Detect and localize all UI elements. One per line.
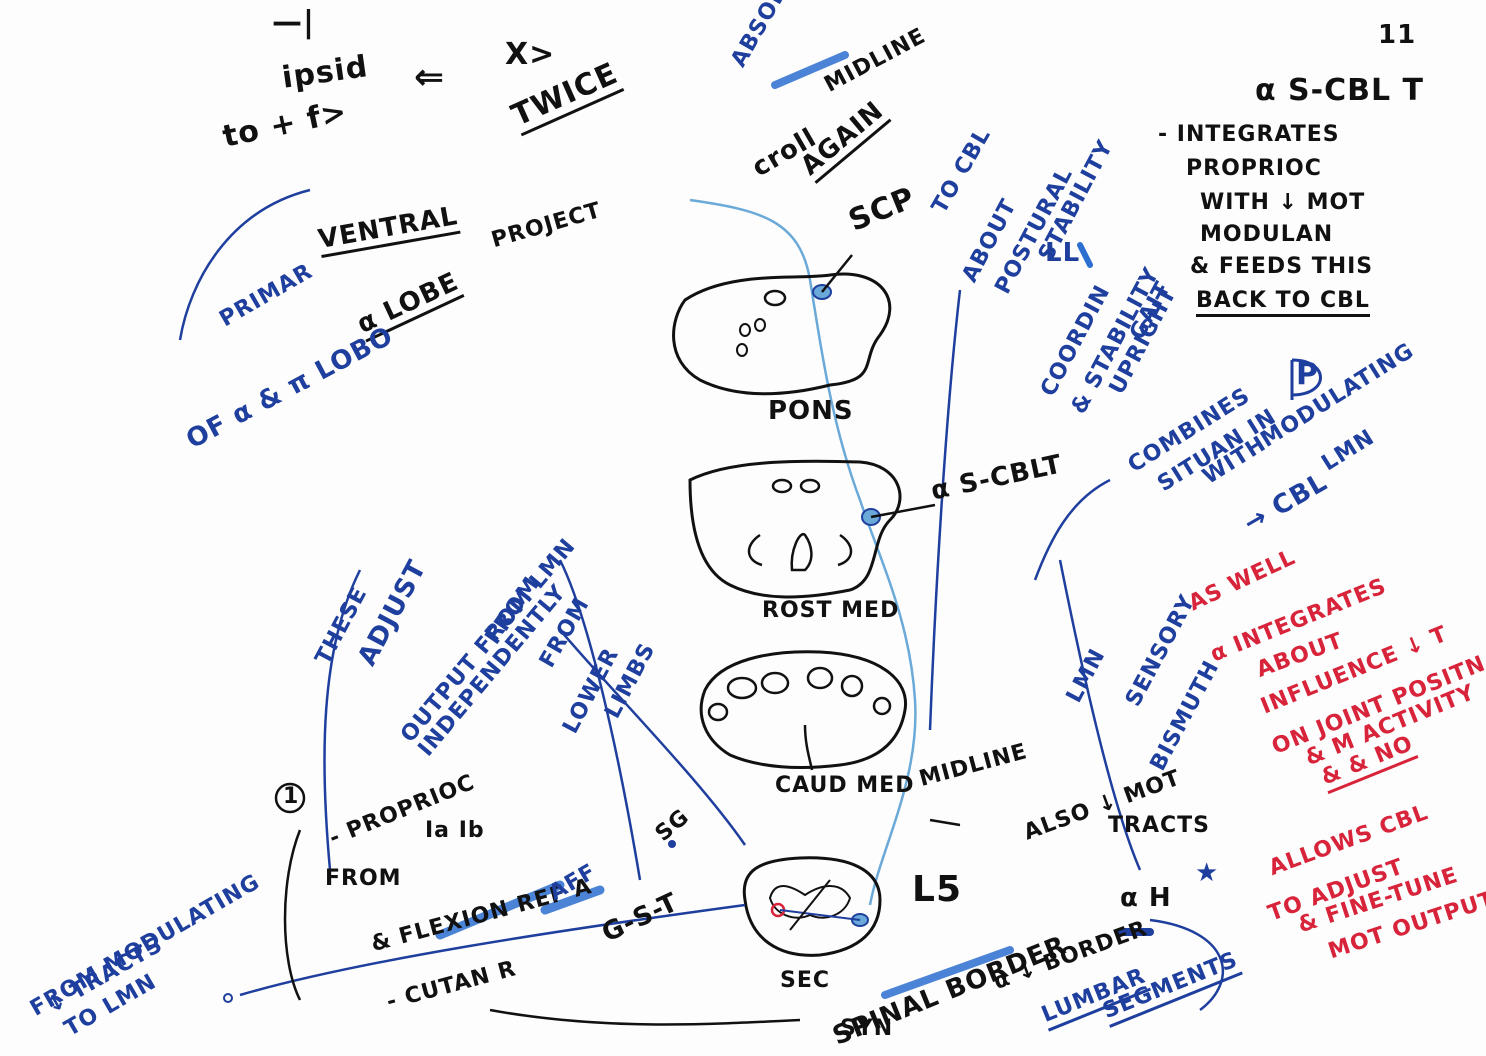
ll-label: LL [1045,238,1081,268]
caud-med-nucleus-3 [806,666,834,690]
lumbar-arc [1149,918,1225,1011]
from-label-3: FROM [325,866,402,891]
spinocerebellar-tract-line [689,198,917,906]
highlight-ll [1077,242,1093,268]
bottom-arrow [489,1008,801,1026]
item-number: 1 [283,784,300,809]
scp-pointer [821,254,853,293]
sec-label: SEC [780,968,831,993]
tracts-bottom-label: TRACTS [1108,813,1210,838]
caud-med-nucleus-4 [840,674,864,698]
page-number: 11 [1378,20,1417,50]
propriocn-line: PROPRIOC [1186,156,1322,181]
ia-ib-label: Ia Ib [425,818,485,843]
anterior-lobe-arc [178,188,311,341]
l5-label: L5 [912,869,962,910]
back-to-cbl-line: BACK TO CBL [1196,290,1370,317]
postural-curve [928,289,962,731]
star-icon: ★ [1195,858,1220,888]
pons-fiber-3 [739,323,751,337]
p-box [1290,358,1322,400]
x-label: X> [505,37,556,72]
syn-label: SYN [840,1016,894,1041]
lower-limb-fiber [558,559,642,881]
feeds-line: & FEEDS THIS [1190,254,1374,279]
l5-cross-1 [779,909,861,921]
pons-fiber-2 [754,318,766,332]
caud-med-nucleus-2 [760,671,790,695]
cord-to-note-line [239,903,746,997]
caud-med-label: CAUD MED [775,773,915,798]
highlight-flexion [435,880,565,940]
l5-cross-2 [789,879,831,931]
caudal-medulla-outline [699,650,908,769]
s-cblt-pointer [870,503,936,519]
combines-arrow [1033,478,1111,581]
rost-med-arc-right [837,533,853,567]
highlight-aff [540,885,605,915]
rostral-medulla-outline [688,459,902,599]
pons-label: PONS [768,396,854,426]
pons-fiber-1 [763,289,787,307]
modulan-line: MODULAN [1200,222,1334,247]
caud-med-nucleus-1 [726,676,758,700]
ah-label: α H [1120,883,1172,913]
rost-med-arc-left [747,533,763,567]
with-mot-line: WITH ↓ MOT [1200,190,1366,215]
these-adjust-curve [323,569,362,871]
bullet-dot [223,993,233,1003]
integrates-line: - INTEGRATES [1158,122,1340,147]
pons-outline [672,272,892,396]
caud-med-nucleus-6 [872,696,892,716]
rost-med-label: ROST MED [762,598,900,623]
rost-med-olive-2 [799,478,821,494]
l5-cord-outline [742,856,882,957]
s-cbl-t-title: α S-CBL T [1255,73,1425,108]
caud-med-fissure [803,724,814,771]
caud-med-nucleus-5 [707,702,729,722]
lmn-curve [1058,559,1142,871]
p-box-label: P [1296,357,1319,392]
bracket-left [283,829,302,1001]
rost-med-olive-1 [771,478,793,494]
sg-dot [668,840,676,848]
highlight-absolutely [771,51,849,89]
dash-mark: —| [272,5,315,40]
rost-med-pyramid [790,532,813,572]
l5-gray-matter [768,885,852,919]
left-arrow-icon: ⇐ [414,57,446,98]
highlight-spinal-border [881,946,1014,999]
item-number-circle [274,782,306,814]
from-lower-curve [559,629,747,846]
pons-fiber-4 [736,343,748,357]
midline-x-pointer [929,818,961,827]
